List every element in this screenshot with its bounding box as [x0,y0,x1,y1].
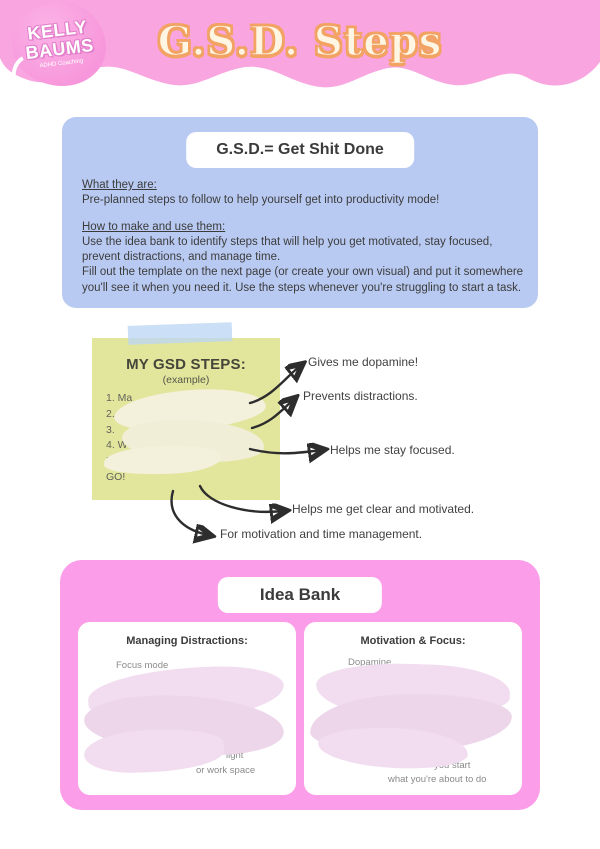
kellybaums-logo: KELLY BAUMS ADHD Coaching [6,2,106,97]
arrow-label-time-management: For motivation and time management. [220,527,423,541]
header-banner [0,0,600,88]
right-card-fragment: you start [434,760,471,771]
arrow-label-distractions: Prevents distractions. [303,389,418,403]
info-body: What they are: Pre-planned steps to foll… [82,178,524,296]
right-card-fragment: what you're about to do [388,774,487,785]
managing-distractions-card: Managing Distractions: Focus mode light … [78,622,296,795]
sticky-note: MY GSD STEPS: (example) 1. Ma 2. 3. 4. W… [92,338,280,500]
note-step-3: 3. [106,423,115,436]
left-card-fragment: light [226,750,244,761]
note-go-label: GO! [106,470,126,483]
note-step-4: 4. W [106,439,128,452]
spacer [82,209,524,220]
what-they-are-label: What they are: [82,179,157,191]
info-box: G.S.D.= Get Shit Done What they are: Pre… [62,117,538,308]
left-card-fragment: or work space [196,765,256,776]
page-title: G.S.D. Steps [157,17,443,66]
note-title: MY GSD STEPS: [126,356,246,373]
note-step-1: 1. Ma [106,392,133,404]
how-to-text-2: Fill out the template on the next page (… [82,266,524,294]
motivation-focus-title: Motivation & Focus: [360,635,466,647]
arrow-label-focused: Helps me stay focused. [330,443,455,457]
managing-distractions-title: Managing Distractions: [126,635,248,647]
logo-text: KELLY BAUMS ADHD Coaching [7,0,111,91]
arrow-label-dopamine: Gives me dopamine! [308,355,419,369]
note-step-2: 2. [106,407,115,420]
idea-bank: Idea Bank Managing Distractions: Focus m… [60,560,540,810]
note-subtitle: (example) [162,374,210,386]
banner-wave-shape [0,0,600,88]
info-heading-pill: G.S.D.= Get Shit Done [186,132,414,168]
left-card-fragment: Focus mode [116,660,169,671]
idea-bank-heading-pill: Idea Bank [217,577,383,613]
logo-blob [12,2,106,86]
washi-tape [127,322,233,345]
arrow-label-clear-motivated: Helps me get clear and motivated. [292,502,475,516]
how-to-label: How to make and use them: [82,220,226,233]
what-they-are-text: Pre-planned steps to follow to help your… [82,194,440,207]
how-to-text-1: Use the idea bank to identify steps that… [82,235,493,264]
motivation-focus-card: Motivation & Focus: Dopamine you start w… [304,622,522,795]
right-card-fragment: Dopamine [348,657,392,668]
